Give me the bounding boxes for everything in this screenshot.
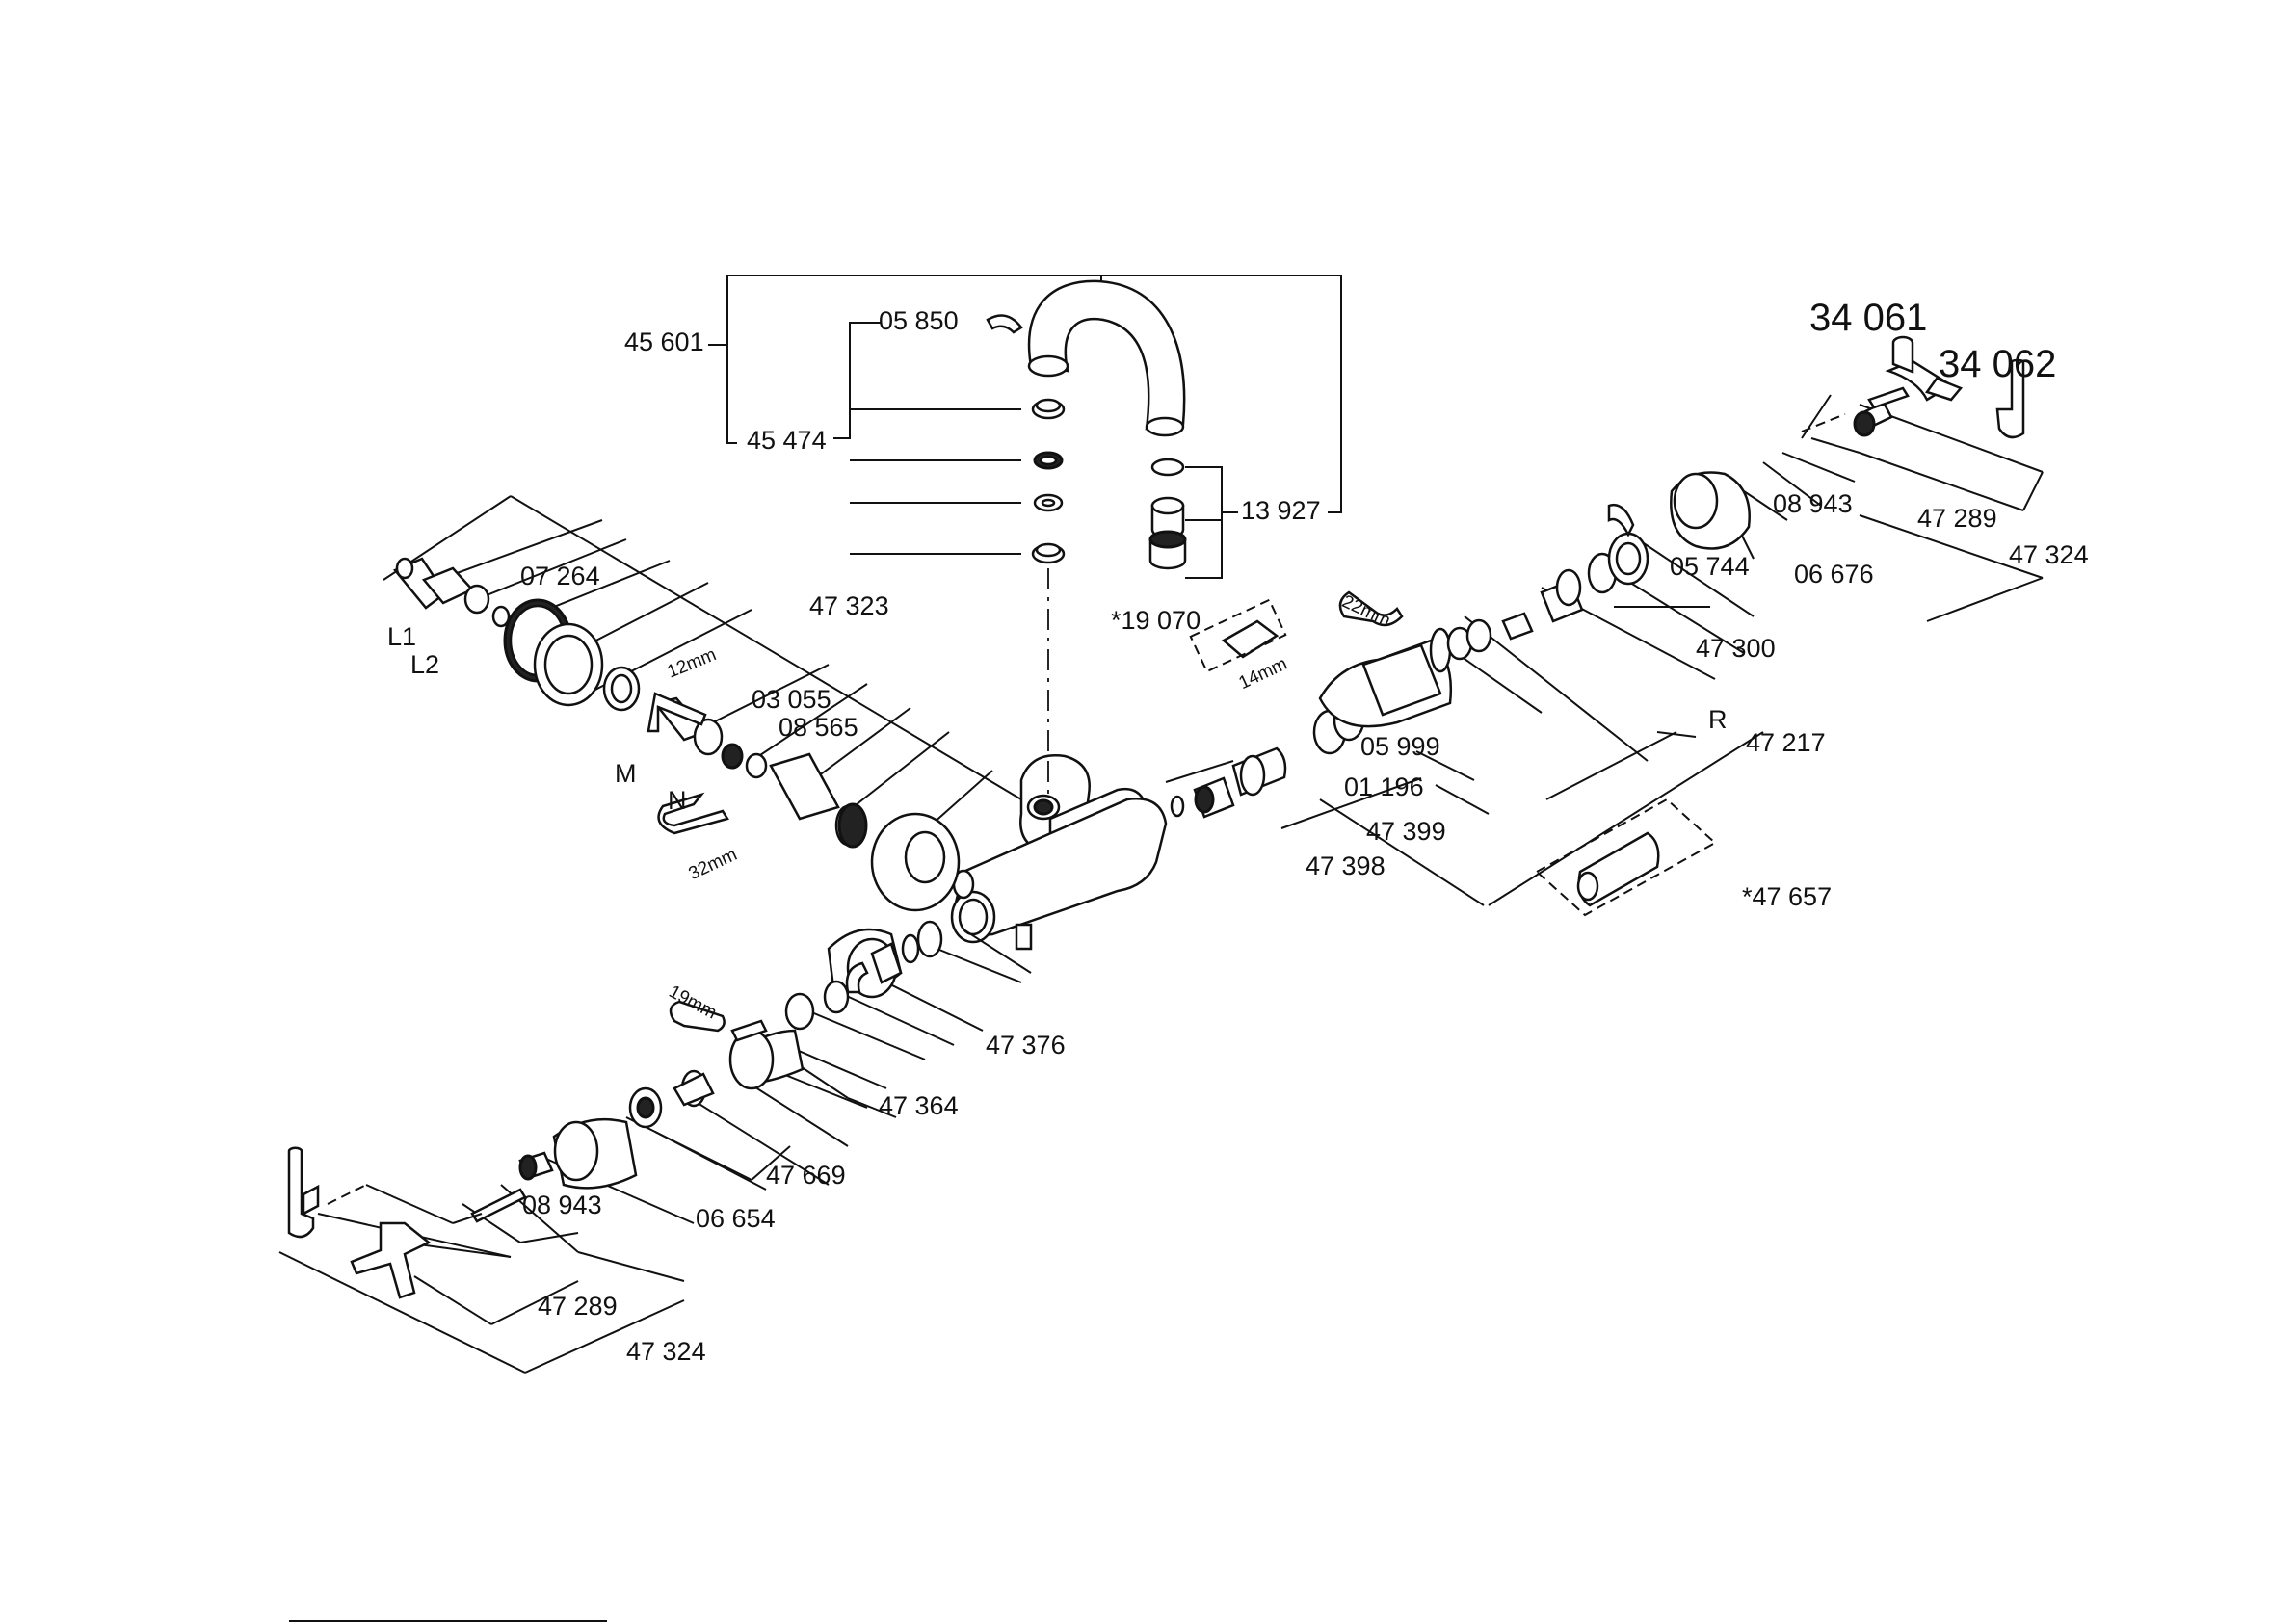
- label-L2: L2: [410, 652, 439, 678]
- label-05744: 05 744: [1670, 554, 1750, 580]
- label-N: N: [668, 788, 687, 814]
- label-34062: 34 062: [1939, 345, 2056, 383]
- lower-left-valve-parts: [472, 922, 941, 1221]
- label-47323: 47 323: [809, 593, 889, 619]
- label-47399: 47 399: [1366, 819, 1446, 845]
- label-08943-left: 08 943: [522, 1192, 602, 1218]
- label-47217: 47 217: [1746, 730, 1826, 756]
- label-03055: 03 055: [752, 687, 831, 713]
- label-08565: 08 565: [779, 715, 858, 741]
- label-M: M: [615, 761, 637, 787]
- hex-key-14mm: [1224, 621, 1277, 657]
- label-07264: 07 264: [520, 563, 600, 589]
- label-R: R: [1708, 707, 1728, 733]
- label-47289-right: 47 289: [1917, 506, 1997, 532]
- label-47324-left: 47 324: [626, 1339, 706, 1365]
- label-05850: 05 850: [879, 308, 959, 334]
- label-47300: 47 300: [1696, 636, 1776, 662]
- label-06676: 06 676: [1794, 562, 1874, 588]
- spout-clip: [988, 316, 1021, 333]
- label-47324-right: 47 324: [2009, 542, 2089, 568]
- label-47289-left: 47 289: [538, 1294, 618, 1320]
- label-L1: L1: [387, 624, 416, 650]
- label-06654: 06 654: [696, 1206, 776, 1232]
- label-01196: 01 196: [1344, 774, 1424, 800]
- label-47657: *47 657: [1742, 884, 1832, 910]
- spout-seal-stack: [1033, 400, 1064, 563]
- label-47398: 47 398: [1306, 853, 1386, 879]
- label-45601: 45 601: [624, 329, 704, 355]
- label-47364: 47 364: [879, 1093, 959, 1119]
- aerator-stack: [1150, 459, 1185, 568]
- label-05999: 05 999: [1360, 734, 1440, 760]
- mixer-body: [952, 755, 1166, 949]
- label-19070: *19 070: [1111, 608, 1201, 634]
- label-13927: 13 927: [1241, 498, 1321, 524]
- label-34061: 34 061: [1809, 299, 1927, 337]
- label-47669: 47 669: [766, 1163, 846, 1189]
- label-47376: 47 376: [986, 1033, 1066, 1059]
- label-08943-right: 08 943: [1773, 491, 1853, 517]
- label-45474: 45 474: [747, 428, 827, 454]
